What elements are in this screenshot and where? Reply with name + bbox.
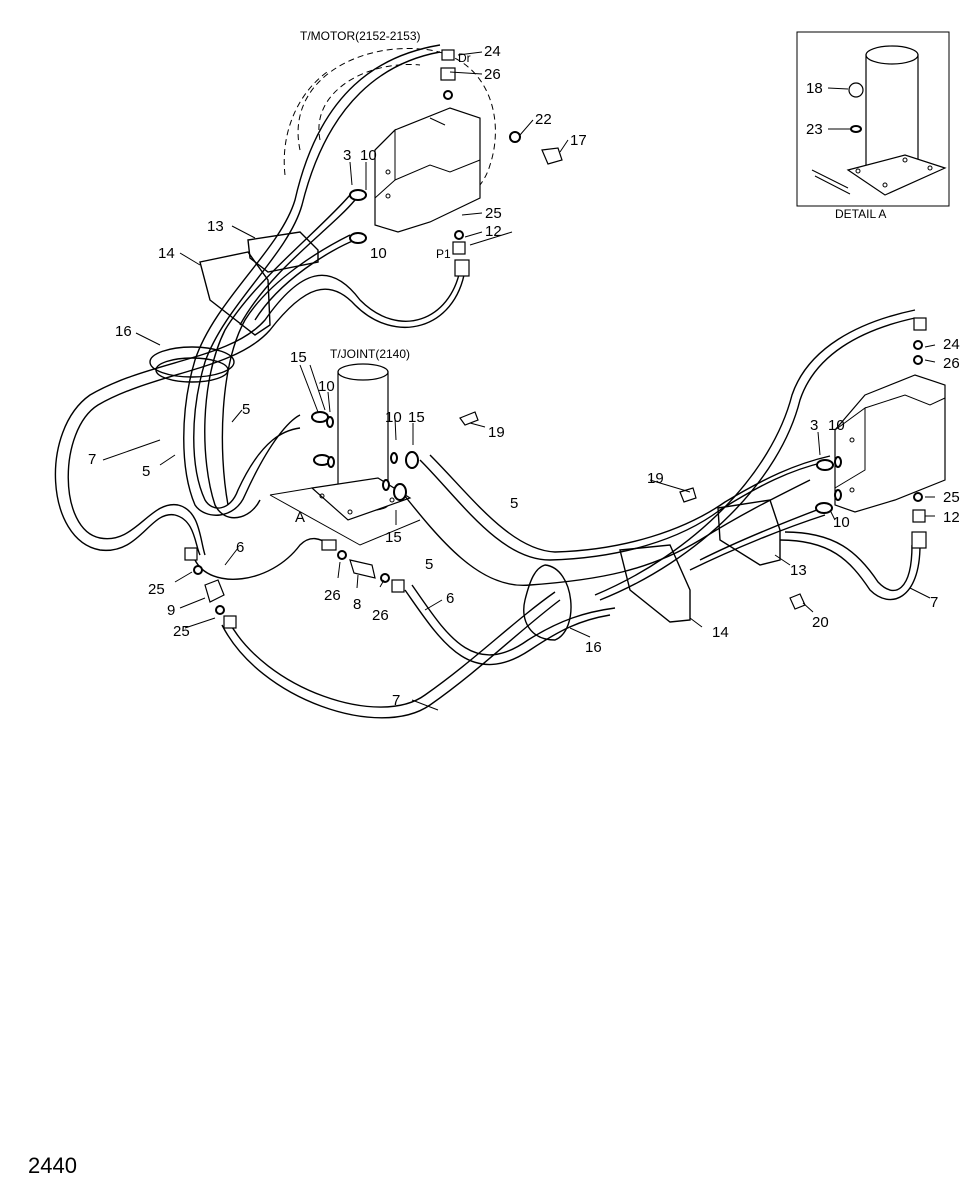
callout-24: 24 (484, 43, 501, 60)
callout-20: 20 (812, 614, 829, 631)
fittings (184, 49, 927, 629)
callout-6: 6 (446, 590, 454, 607)
callout-14: 14 (712, 624, 729, 641)
tjoint-label: T/JOINT(2140) (330, 347, 410, 361)
callout-7: 7 (930, 594, 938, 611)
page-number: 2440 (28, 1153, 77, 1178)
callout-19: 19 (647, 470, 664, 487)
port-p1-label: P1 (436, 247, 451, 261)
detail-ref-label: A (295, 509, 305, 526)
callout-25: 25 (173, 623, 190, 640)
callout-26: 26 (324, 587, 341, 604)
callout-25: 25 (943, 489, 960, 506)
callout-13: 13 (207, 218, 224, 235)
callout-23: 23 (806, 121, 823, 138)
leader-lines (102, 51, 936, 711)
callout-25: 25 (148, 581, 165, 598)
callout-10: 10 (318, 378, 335, 395)
callout-24: 24 (943, 336, 960, 353)
callout-12: 12 (943, 509, 960, 526)
callout-15: 15 (385, 529, 402, 546)
callout-15: 15 (408, 409, 425, 426)
callout-5: 5 (510, 495, 518, 512)
callout-19: 19 (488, 424, 505, 441)
callout-3: 3 (343, 147, 351, 164)
callout-3: 3 (810, 417, 818, 434)
detail-a-box (796, 31, 950, 207)
callout-26: 26 (372, 607, 389, 624)
callout-22: 22 (535, 111, 552, 128)
turning-joint (269, 363, 421, 546)
valve-block-right (834, 374, 946, 513)
callout-10: 10 (833, 514, 850, 531)
callout-8: 8 (353, 596, 361, 613)
hose-bundle (54, 44, 921, 719)
tmotor-label: T/MOTOR(2152-2153) (300, 29, 421, 43)
callout-26: 26 (943, 355, 960, 372)
callout-10: 10 (828, 417, 845, 434)
callout-16: 16 (585, 639, 602, 656)
callout-17: 17 (570, 132, 587, 149)
callout-5: 5 (242, 401, 250, 418)
callout-13: 13 (790, 562, 807, 579)
callout-6: 6 (236, 539, 244, 556)
detail-title: DETAIL A (835, 207, 886, 221)
travel-motor-upper (283, 48, 496, 233)
callout-12: 12 (485, 223, 502, 240)
hose-clamps (149, 231, 781, 641)
callout-10: 10 (370, 245, 387, 262)
callout-16: 16 (115, 323, 132, 340)
callout-18: 18 (806, 80, 823, 97)
labels: T/MOTOR(2152-2153) T/JOINT(2140) Dr P1 A… (28, 29, 960, 1178)
callout-10: 10 (360, 147, 377, 164)
callout-5: 5 (142, 463, 150, 480)
callout-14: 14 (158, 245, 175, 262)
callout-7: 7 (88, 451, 96, 468)
callout-5: 5 (425, 556, 433, 573)
callout-25: 25 (485, 205, 502, 222)
port-dr-label: Dr (458, 51, 471, 65)
callout-10: 10 (385, 409, 402, 426)
callout-9: 9 (167, 602, 175, 619)
callout-15: 15 (290, 349, 307, 366)
callout-7: 7 (392, 692, 400, 709)
callout-26: 26 (484, 66, 501, 83)
